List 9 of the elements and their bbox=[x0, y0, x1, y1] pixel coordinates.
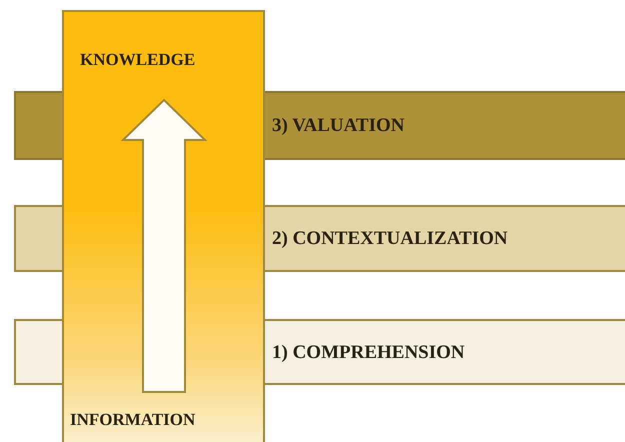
level-label: 1) COMPREHENSION bbox=[272, 342, 465, 364]
level-label: 3) VALUATION bbox=[272, 115, 404, 138]
level-band bbox=[264, 91, 625, 160]
column-heading: INFORMATION bbox=[70, 410, 196, 430]
level-band bbox=[264, 205, 625, 272]
block-arrow bbox=[120, 98, 208, 393]
column-heading: KNOWLEDGE bbox=[80, 50, 196, 70]
level-band bbox=[264, 319, 625, 385]
level-label: 2) CONTEXTUALIZATION bbox=[272, 228, 508, 250]
